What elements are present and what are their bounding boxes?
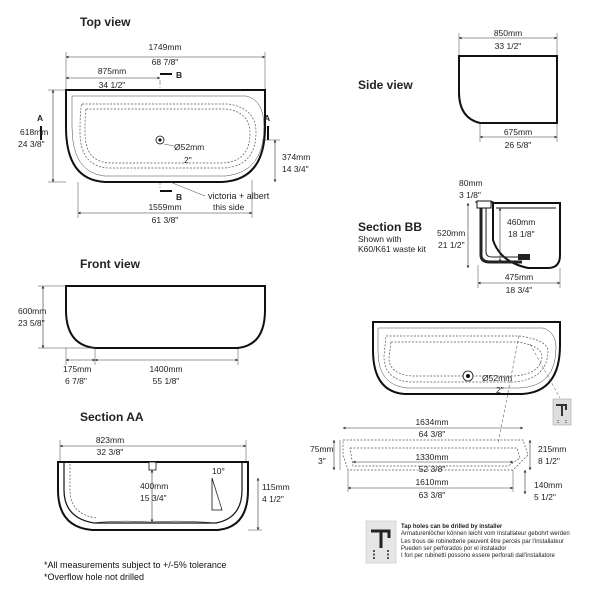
brand-label: victoria + albert [208,191,270,201]
side-base-mm: 675mm [504,127,532,137]
section-bb: Section BB Shown with K60/K61 waste kit … [358,178,561,295]
top-view: Top view 1749mm 68 7/8" 875mm 34 1/2" B … [18,15,310,225]
front-height-in: 23 5/8" [18,318,45,328]
front-width-mm: 1400mm [149,364,182,374]
front-offset-mm: 175mm [63,364,91,374]
top-length-mm: 1749mm [148,42,181,52]
tap-hole-icon [365,520,397,564]
plan-215-in: 8 1/2" [538,456,560,466]
bb-520-mm: 520mm [437,228,465,238]
plan-lip-in: 3" [318,456,326,466]
top-depth-mm: 618mm [20,127,48,137]
plan-bot-mm: 1610mm [415,477,448,487]
section-bb-sub1: Shown with [358,234,402,244]
plan-view: Ø52mm 2" 1634mm 64 3/8" 75mm 3" 1330mm 5… [310,321,572,502]
aa-depth-in: 15 3/4" [140,493,167,503]
plan-140-in: 5 1/2" [534,492,556,502]
bb-460-in: 18 1/8" [508,229,535,239]
plan-140-mm: 140mm [534,480,562,490]
top-side-in: 14 3/4" [282,164,309,174]
tap-note-line: Armaturenlöcher können leicht vom Instal… [401,531,570,538]
bb-460-mm: 460mm [507,217,535,227]
plan-top-in: 64 3/8" [419,429,446,439]
this-side-label: this side [213,202,244,212]
bb-80-in: 3 1/8" [459,190,481,200]
side-top-in: 33 1/2" [495,41,522,51]
plan-hole-in: 2" [496,385,504,395]
aa-width-in: 32 3/8" [97,447,124,457]
section-aa-title: Section AA [80,410,144,424]
top-length-in: 68 7/8" [152,57,179,67]
top-hole-mm: Ø52mm [174,142,204,152]
section-bb-sub2: K60/K61 waste kit [358,244,427,254]
tap-note-line: I fori per rubinetti possono essere perf… [401,553,555,560]
aa-base-mm: 115mm [262,482,290,492]
bb-475-in: 18 3/4" [506,285,533,295]
top-depth-in: 24 3/8" [18,139,45,149]
side-top-mm: 850mm [494,28,522,38]
tap-note-line: Les trous de robinetterie peuvent être p… [401,538,564,545]
plan-hole-mm: Ø52mm [482,373,512,383]
section-b-mark-top: B [176,70,182,80]
top-side-mm: 374mm [282,152,310,162]
overflow-footnote: *Overflow hole not drilled [44,572,145,582]
plan-mid-in: 52 3/8" [419,464,446,474]
section-a-mark-left: A [37,113,43,123]
tap-note-line: Pueden ser perforados por el instalador [401,545,507,552]
aa-width-mm: 823mm [96,435,124,445]
bb-80-mm: 80mm [459,178,483,188]
plan-215-mm: 215mm [538,444,566,454]
top-view-title: Top view [80,15,131,29]
tap-note: Tap holes can be drilled by installer Ar… [401,524,597,560]
bb-475-mm: 475mm [505,272,533,282]
side-view-title: Side view [358,78,413,92]
plan-lip-mm: 75mm [310,444,334,454]
aa-depth-mm: 400mm [140,481,168,491]
top-half-mm: 875mm [98,66,126,76]
plan-mid-mm: 1330mm [415,452,448,462]
front-height-mm: 600mm [18,306,46,316]
section-bb-title: Section BB [358,220,422,234]
side-view: Side view 850mm 33 1/2" 675mm 26 5/8" [358,28,558,150]
section-b-mark-bottom: B [176,192,182,202]
bb-520-in: 21 1/2" [438,240,465,250]
front-offset-in: 6 7/8" [65,376,87,386]
top-half-in: 34 1/2" [99,80,126,90]
section-aa: Section AA 823mm 32 3/8" 400mm 15 3/4" 1… [57,410,290,531]
top-base-mm: 1559mm [148,202,181,212]
side-base-in: 26 5/8" [505,140,532,150]
front-view-title: Front view [80,257,141,271]
plan-top-mm: 1634mm [415,417,448,427]
tolerance-footnote: *All measurements subject to +/-5% toler… [44,560,227,570]
aa-base-in: 4 1/2" [262,494,284,504]
front-width-in: 55 1/8" [153,376,180,386]
top-base-in: 61 3/8" [152,215,179,225]
plan-bot-in: 63 3/8" [419,490,446,500]
section-a-mark-right: A [264,113,270,123]
aa-angle: 10° [212,466,225,476]
front-view: Front view 600mm 23 5/8" 175mm 6 7/8" 14… [18,257,266,386]
top-hole-in: 2" [184,155,192,165]
tap-note-line: Tap holes can be drilled by installer [401,524,503,530]
